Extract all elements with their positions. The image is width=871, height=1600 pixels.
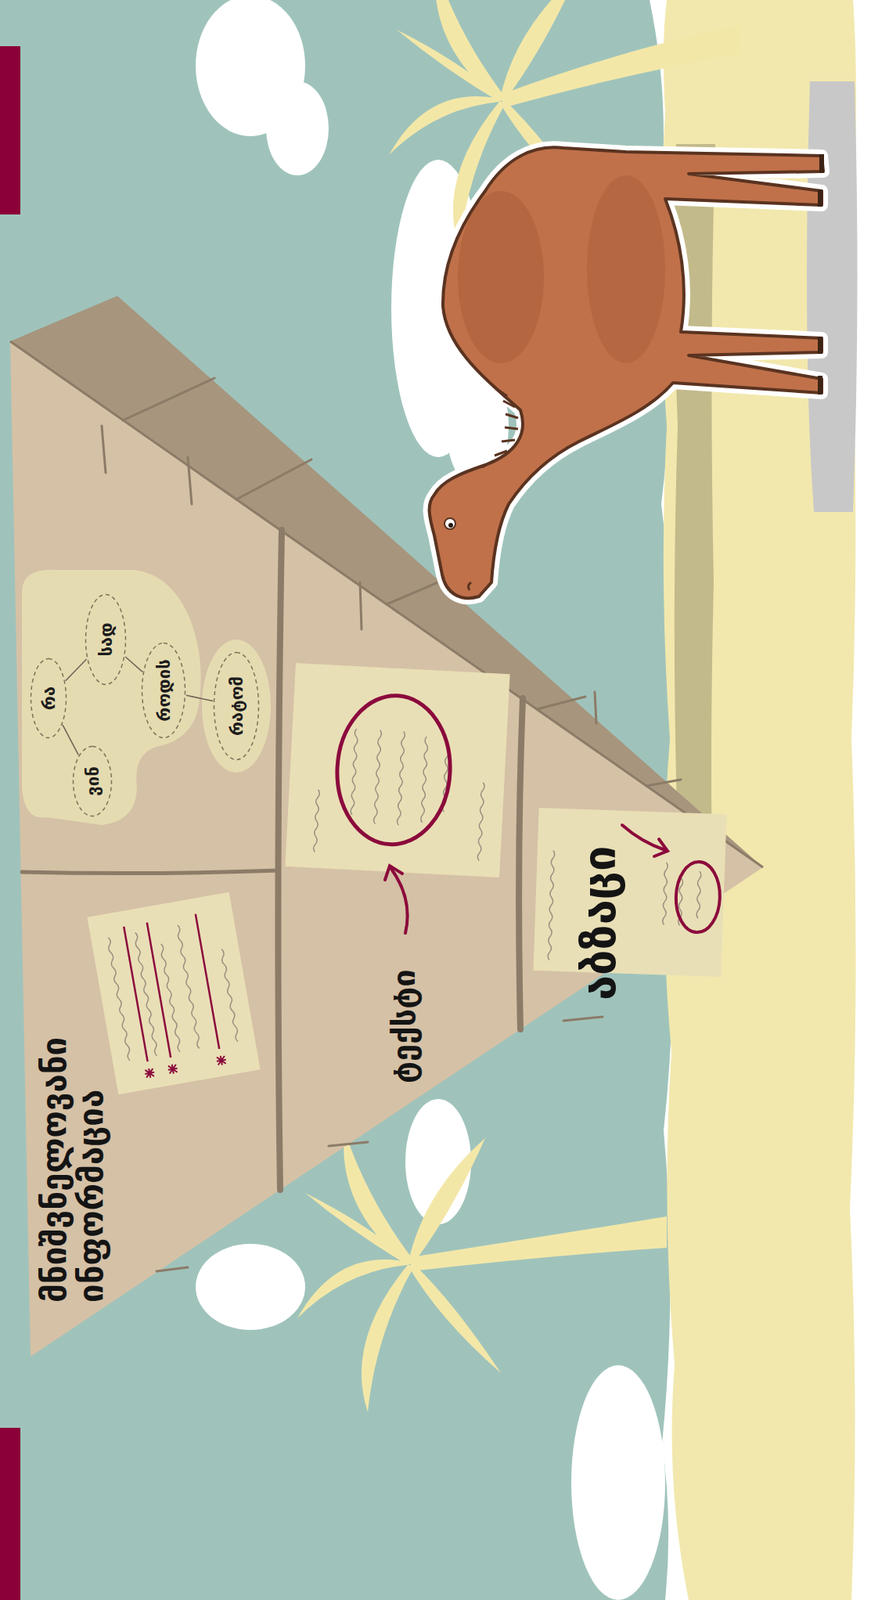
stone-line — [236, 459, 312, 500]
tier-label: აბზაცი — [574, 845, 626, 1001]
camel-belly-shade — [586, 175, 666, 364]
bubble-ellipse — [214, 652, 260, 760]
paper — [86, 892, 260, 1095]
pointer-arrowhead — [654, 838, 668, 857]
idea-cloud — [201, 639, 271, 773]
asterisk-marks — [143, 1054, 227, 1079]
pyramid-front — [10, 341, 764, 1357]
tier-label: მნიშვნელოვანი ინფორმაცია — [35, 989, 110, 1303]
cloud — [266, 81, 329, 176]
bubble-ellipse — [142, 643, 186, 738]
bubble-ellipse — [73, 746, 112, 817]
stone-line — [646, 779, 681, 786]
document-text — [284, 662, 510, 878]
connector-line — [125, 656, 143, 672]
stone-line — [122, 377, 215, 421]
idea-cloud — [21, 569, 202, 825]
camel-hump-shade — [457, 190, 544, 364]
document-important — [86, 892, 260, 1095]
stone-line — [386, 581, 440, 605]
palm-frond — [396, 29, 503, 102]
crack — [328, 1141, 368, 1146]
bubble-ellipse — [31, 658, 67, 738]
crack — [187, 457, 192, 504]
crack — [563, 1016, 603, 1021]
camel — [429, 147, 824, 598]
camel-nostril — [467, 582, 472, 591]
cloud — [571, 1364, 666, 1600]
paper — [284, 662, 510, 878]
pointer-arrow — [622, 824, 666, 850]
camel-halo — [429, 147, 824, 598]
highlight-circle — [333, 692, 454, 847]
connector-line — [186, 694, 213, 701]
stone-line — [536, 696, 586, 710]
palm-frond — [435, 0, 507, 102]
connector-line — [62, 724, 79, 755]
crack — [594, 691, 597, 724]
bubble-text: ვინ — [82, 766, 103, 796]
pyramid — [10, 295, 764, 1357]
pointer-arrow — [391, 868, 408, 933]
camel-shadow — [806, 81, 858, 512]
bubble-node: რატომ — [212, 651, 260, 761]
bubble-text: რატომ — [226, 676, 247, 736]
connector-line — [65, 658, 87, 681]
bubble-text: როდის — [154, 658, 174, 721]
camel-pupil — [448, 522, 454, 528]
camel-body — [429, 147, 824, 598]
bubble-node: სად — [84, 593, 127, 686]
bubble-node: ვინ — [71, 745, 113, 818]
camel-eye — [444, 518, 456, 530]
accent-bar — [0, 46, 21, 215]
highlight-circle — [674, 860, 721, 933]
paper — [532, 807, 727, 977]
palm-frond — [297, 1259, 408, 1318]
bubble-text: რა — [39, 686, 59, 710]
bubble-ellipse — [86, 594, 126, 685]
palm-frond — [305, 1192, 411, 1265]
palm-trunk — [410, 1216, 667, 1271]
bubble-node: რა — [29, 657, 68, 739]
palm-frond — [407, 1264, 501, 1373]
cloud — [195, 1243, 306, 1330]
pointer-arrowhead — [385, 865, 403, 880]
palm-frond — [407, 1137, 486, 1265]
crack — [101, 425, 106, 473]
crack — [359, 582, 362, 630]
tier-label: ტექსტი — [386, 968, 422, 1084]
accent-bar — [0, 1427, 21, 1600]
camel-hooves — [820, 154, 822, 395]
highlight-lines — [123, 914, 220, 1062]
palm-frond — [361, 1264, 415, 1412]
camel-mane — [482, 388, 519, 468]
palm-frond — [388, 96, 500, 155]
tier-divider — [518, 698, 523, 1030]
document-paragraph — [532, 807, 727, 977]
crack — [156, 1266, 188, 1271]
bubble-node: როდის — [140, 641, 187, 739]
palm-tree — [297, 1130, 667, 1412]
bubble-text: სად — [96, 622, 116, 656]
tier-divider — [277, 529, 282, 1190]
palm-frond — [499, 0, 577, 102]
tier-divider — [21, 870, 279, 874]
